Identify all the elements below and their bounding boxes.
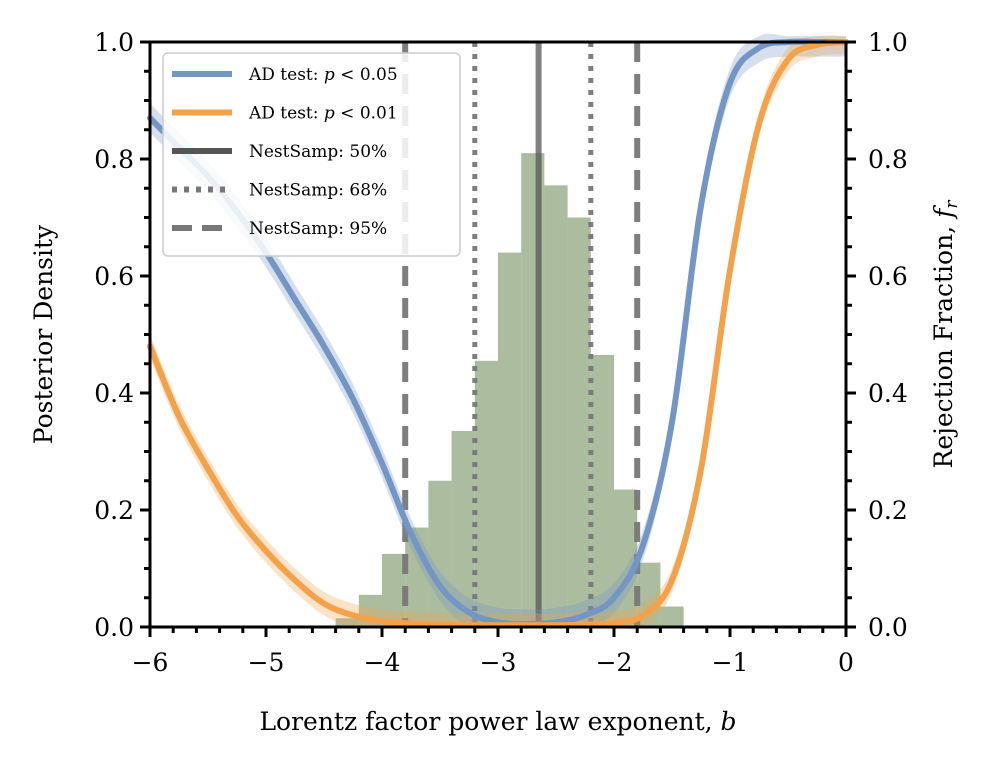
y-axis-label-right: Rejection Fraction, fr <box>929 200 962 469</box>
y-right-tick-label: 0.0 <box>868 613 908 642</box>
histogram-bar <box>382 553 406 627</box>
y-axis-label-left: Posterior Density <box>29 224 58 444</box>
x-tick-label: 0 <box>838 648 854 677</box>
y-left-tick-label: 0.2 <box>94 496 134 525</box>
y-left-tick-label: 1.0 <box>94 28 134 57</box>
y-right-tick-label: 1.0 <box>868 28 908 57</box>
x-tick-label: −5 <box>248 648 285 677</box>
x-tick-label: −1 <box>712 648 749 677</box>
legend-label: AD test: p < 0.01 <box>248 104 398 124</box>
legend-label: NestSamp: 95% <box>249 219 387 239</box>
legend-label: AD test: p < 0.05 <box>248 65 398 85</box>
y-left-tick-label: 0.4 <box>94 379 134 408</box>
histogram-bar <box>451 431 475 627</box>
legend-label: NestSamp: 50% <box>249 142 387 162</box>
x-tick-label: −2 <box>596 648 633 677</box>
histogram-bar <box>544 185 568 627</box>
y-right-tick-label: 0.8 <box>868 145 908 174</box>
x-tick-label: −6 <box>132 648 169 677</box>
legend: AD test: p < 0.05 AD test: p < 0.01NestSa… <box>162 52 461 257</box>
histogram-bar <box>590 354 614 627</box>
y-left-tick-label: 0.0 <box>94 613 134 642</box>
y-right-tick-label: 0.4 <box>868 379 908 408</box>
rejection-curve <box>147 39 849 629</box>
y-right-tick-label: 0.6 <box>868 262 908 291</box>
histogram-bar <box>637 562 661 627</box>
y-right-tick-label: 0.2 <box>868 496 908 525</box>
histogram-bar <box>498 252 522 627</box>
histogram-bar <box>660 606 684 627</box>
histogram-bar <box>474 360 498 627</box>
rejection-curves <box>147 38 849 629</box>
y-left-tick-label: 0.6 <box>94 262 134 291</box>
y-left-tick-label: 0.8 <box>94 145 134 174</box>
histogram-bar <box>567 217 591 627</box>
x-tick-label: −3 <box>480 648 517 677</box>
x-axis-label: Lorentz factor power law exponent, b <box>259 707 736 736</box>
x-tick-label: −4 <box>364 648 401 677</box>
legend-box <box>162 52 461 257</box>
histogram-bar <box>335 618 359 627</box>
axis-ticks: −6 −5 −4 −3 −2 −1 0 0.0 0.0 0.2 0.2 0.4 0.4 0.6 0.6 0.8… <box>94 28 908 677</box>
legend-label: NestSamp: 68% <box>249 181 387 201</box>
